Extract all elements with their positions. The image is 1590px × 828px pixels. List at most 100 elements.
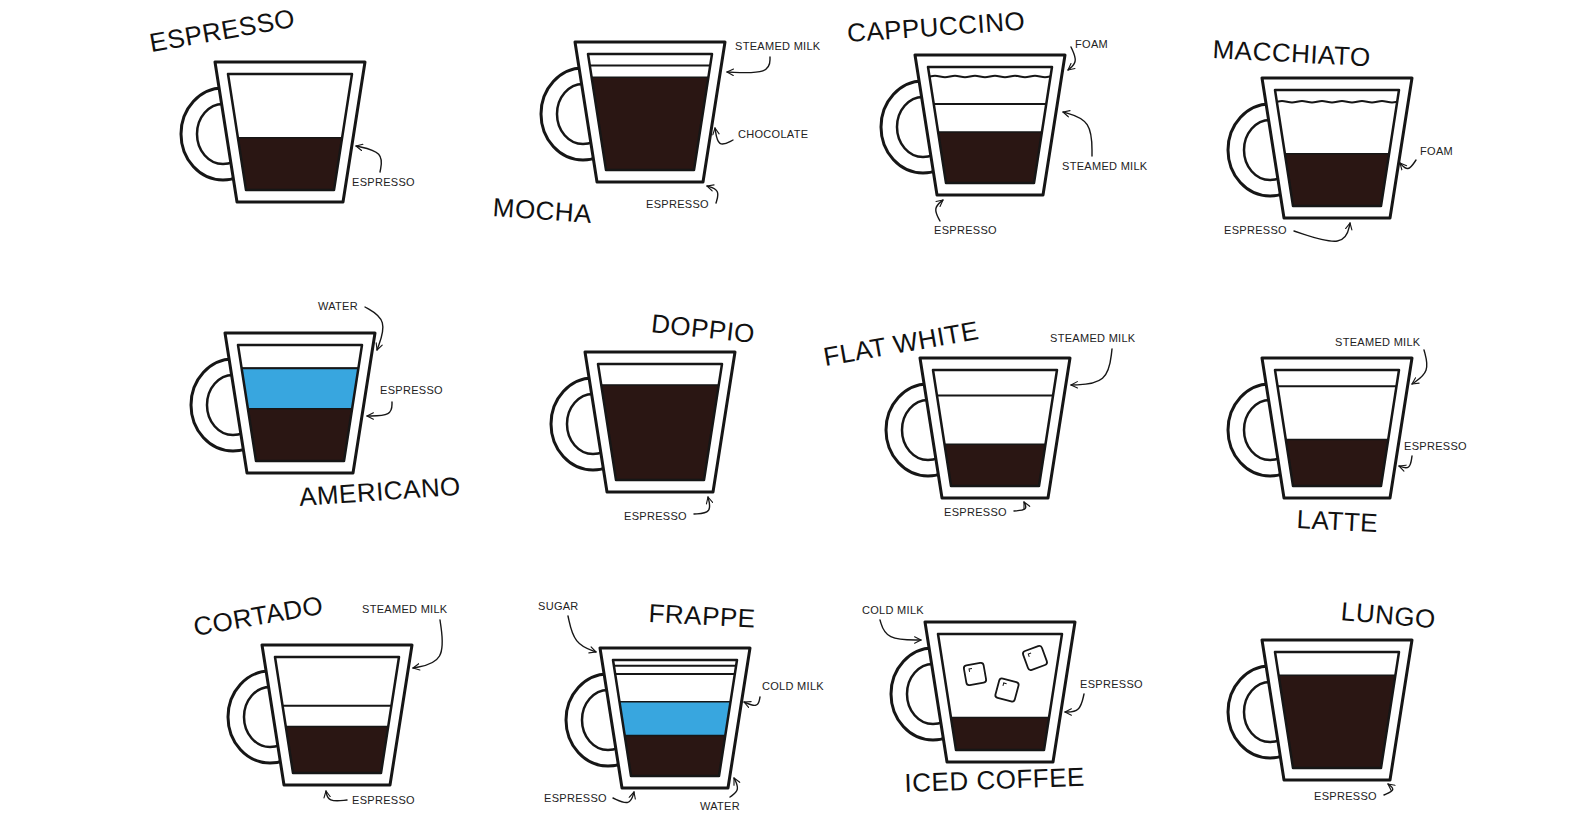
cup-drawing xyxy=(871,53,1067,199)
leader-arrow xyxy=(744,697,760,705)
cup-contents xyxy=(215,138,365,192)
part-label: STEAMED MILK xyxy=(362,603,448,616)
liquid-layer xyxy=(575,77,725,172)
leader-arrow xyxy=(694,497,710,514)
cup: DOPPIO xyxy=(541,350,737,496)
ice-cube xyxy=(963,662,986,685)
cup-body xyxy=(575,42,725,182)
leader-arrow xyxy=(367,402,392,416)
cup-drawing xyxy=(881,620,1077,766)
cup-drawing xyxy=(1218,638,1414,784)
cup-contents xyxy=(585,385,735,482)
leader-arrow xyxy=(326,791,347,801)
ice-glint xyxy=(1003,683,1007,687)
leader-arrow xyxy=(1014,502,1026,511)
cup-contents xyxy=(920,396,1070,488)
cup-inner-wall xyxy=(613,660,737,776)
part-label: ESPRESSO xyxy=(624,510,687,523)
cup: MOCHA xyxy=(531,40,727,186)
cup-drawing xyxy=(181,331,377,477)
part-label: CHOCOLATE xyxy=(738,128,808,141)
cup-contents xyxy=(1262,675,1412,770)
cup-body xyxy=(1262,640,1412,780)
part-label: WATER xyxy=(700,800,740,813)
cup-figure xyxy=(551,352,735,492)
leader-arrow xyxy=(356,146,381,172)
layer-line xyxy=(600,701,750,703)
cup-body xyxy=(225,333,375,473)
cup-inner-wall xyxy=(238,345,362,461)
leader-arrow xyxy=(730,778,737,797)
cup: CAPPUCCINO xyxy=(871,53,1067,199)
part-label: ESPRESSO xyxy=(646,198,709,211)
cup-contents xyxy=(225,368,375,463)
layer-line xyxy=(575,65,725,67)
ice-glint xyxy=(969,668,972,671)
cup-drawing xyxy=(218,643,414,789)
cup-inner-wall xyxy=(275,657,399,773)
leader-arrow xyxy=(413,620,442,668)
cup-body xyxy=(1262,358,1412,498)
cup-body xyxy=(585,352,735,492)
layer-line xyxy=(920,395,1070,397)
cup-drawing xyxy=(541,350,737,496)
part-label: ESPRESSO xyxy=(352,176,415,189)
cup-name: ICED COFFEE xyxy=(904,764,1085,796)
leader-arrow xyxy=(1065,694,1084,712)
cup: ESPRESSO xyxy=(171,60,367,206)
cup-inner-wall xyxy=(1275,370,1399,486)
ice-cube xyxy=(995,678,1019,702)
cup-name: ESPRESSO xyxy=(147,5,296,56)
layer-line xyxy=(915,103,1065,105)
part-label: ESPRESSO xyxy=(934,224,997,237)
layer-line xyxy=(262,705,412,707)
liquid-layer xyxy=(225,409,375,463)
cup: FLAT WHITE xyxy=(876,356,1072,502)
part-label: STEAMED MILK xyxy=(1062,160,1148,173)
part-label: FOAM xyxy=(1075,38,1108,51)
leader-arrow xyxy=(1400,160,1416,169)
cup-figure xyxy=(1228,358,1412,498)
cup-inner-wall xyxy=(1275,652,1399,768)
cup-inner-wall xyxy=(228,74,352,190)
leader-arrow xyxy=(1068,47,1075,70)
liquid-layer xyxy=(915,132,1065,185)
cup-inner-wall xyxy=(1275,90,1399,206)
part-label: ESPRESSO xyxy=(1314,790,1377,803)
cup-drawing xyxy=(531,40,727,186)
ice-glint xyxy=(1028,653,1032,657)
cup-body xyxy=(1262,78,1412,218)
layer-line xyxy=(920,443,1070,445)
layer-line xyxy=(225,367,375,369)
layer-line xyxy=(600,673,750,675)
cup: CORTADO xyxy=(218,643,414,789)
part-label: STEAMED MILK xyxy=(1050,332,1136,345)
part-label: ESPRESSO xyxy=(352,794,415,807)
cup-inner-wall xyxy=(588,54,712,170)
cup-figure xyxy=(566,648,750,788)
cup-inner-wall xyxy=(598,364,722,480)
part-label: ESPRESSO xyxy=(1224,224,1287,237)
part-label: WATER xyxy=(318,300,358,313)
leader-arrow xyxy=(1063,112,1092,156)
cup-figure xyxy=(881,55,1065,195)
cup-name: LUNGO xyxy=(1340,598,1437,632)
cup: MACCHIATO xyxy=(1218,76,1414,222)
cup-body xyxy=(925,622,1075,762)
cup-name: MACCHIATO xyxy=(1212,36,1371,70)
part-label: ESPRESSO xyxy=(380,384,443,397)
liquid-layer xyxy=(1262,440,1412,488)
cup-drawing xyxy=(1218,356,1414,502)
part-label: STEAMED MILK xyxy=(1335,336,1421,349)
cup-figure xyxy=(1228,78,1412,218)
leader-arrow xyxy=(936,200,943,221)
cup-name: LATTE xyxy=(1296,506,1379,536)
cup-figure xyxy=(886,358,1070,498)
layer-line xyxy=(585,384,735,386)
part-label: SUGAR xyxy=(538,600,579,613)
cup-name: CORTADO xyxy=(191,592,325,640)
cup-inner-wall xyxy=(933,370,1057,486)
cup-figure xyxy=(1228,640,1412,780)
cup: ICED COFFEE xyxy=(881,620,1077,766)
cup-drawing xyxy=(1218,76,1414,222)
